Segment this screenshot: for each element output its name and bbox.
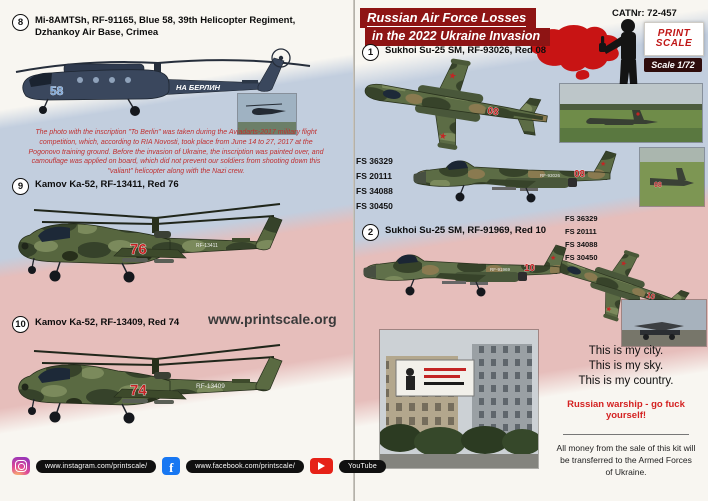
item-8-header: 8 Mi-8AMTSh, RF-91165, Blue 58, 39th Hel… bbox=[12, 14, 295, 40]
sheet-title: Russian Air Force Losses in the 2022 Ukr… bbox=[360, 8, 551, 46]
ka52-76-profile-illustration: 76 RF-13411 bbox=[18, 203, 283, 283]
mi8-board-number: 58 bbox=[50, 84, 64, 98]
photo-city-content bbox=[380, 330, 538, 468]
item-9-number-badge: 9 bbox=[12, 178, 29, 195]
photo-mi8-content bbox=[238, 94, 296, 134]
ka52-74-board-number: 74 bbox=[130, 382, 147, 399]
printscale-website-url[interactable]: www.printscale.org bbox=[208, 311, 337, 327]
item-8-title: Mi-8AMTSh, RF-91165, Blue 58, 39th Helic… bbox=[35, 15, 296, 39]
su25-10-topview-number: 10 bbox=[645, 290, 657, 301]
item-1-title: Sukhoi Su-25 SM, RF-93026, Red 08 bbox=[385, 45, 547, 56]
sheet-title-line2: in the 2022 Ukraine Invasion bbox=[365, 28, 551, 46]
su25-08-sideview-number: 08 bbox=[574, 169, 586, 180]
statement-divider bbox=[563, 434, 689, 435]
photo-city-billboard bbox=[380, 330, 538, 468]
social-links-bar: www.instagram.com/printscale/ f www.face… bbox=[12, 457, 386, 475]
mi8-na-berlin-inscription: НА БЕРЛИН bbox=[176, 83, 221, 92]
youtube-link[interactable]: YouTube bbox=[339, 459, 386, 473]
photo-wreck-content bbox=[622, 300, 706, 346]
photo-mi8-in-flight bbox=[238, 94, 296, 134]
statement-line-3: This is my country. bbox=[578, 375, 674, 387]
su25-08-topview-illustration: ★ ★ 08 bbox=[364, 58, 548, 150]
su25-10-sideview-illustration: ★ 10 RF-91969 bbox=[363, 244, 567, 297]
statement-line-1: This is my city. bbox=[588, 345, 664, 357]
instagram-icon[interactable] bbox=[12, 457, 30, 475]
photo-wrecked-aircraft bbox=[622, 300, 706, 346]
item-8-history-note: The photo with the inscription "To Berli… bbox=[28, 129, 324, 176]
statement-line-2: This is my sky. bbox=[588, 360, 664, 372]
item-9-header: 9 Kamov Ka-52, RF-13411, Red 76 bbox=[12, 178, 179, 195]
mi8-helicopter-profile-illustration: НА БЕРЛИН 58 bbox=[15, 48, 311, 116]
item-2-number-badge: 2 bbox=[362, 224, 379, 241]
item-10-header: 10 Kamov Ka-52, RF-13409, Red 74 bbox=[12, 316, 179, 333]
item-9-title: Kamov Ka-52, RF-13411, Red 76 bbox=[35, 179, 179, 190]
ka52-74-profile-illustration: 74 RF-13409 bbox=[18, 344, 283, 424]
page-fold-line bbox=[353, 0, 355, 501]
fs-color-codes-item2: FS 36329 FS 20111 FS 34088 FS 30450 bbox=[565, 214, 598, 262]
item-1-header: 1 Sukhoi Su-25 SM, RF-93026, Red 08 bbox=[362, 44, 546, 61]
sheet-title-line1: Russian Air Force Losses bbox=[360, 8, 537, 28]
red-star-marking: ★ bbox=[448, 70, 458, 81]
warship-slogan: Russian warship - go fuck yourself! bbox=[567, 399, 685, 421]
ka52-76-registration: RF-13411 bbox=[196, 243, 218, 249]
photo-su25-08-parked: 08 bbox=[640, 148, 704, 206]
photo-su25-08-number: 08 bbox=[654, 182, 662, 189]
photo-su25-airfield-content bbox=[560, 84, 702, 142]
facebook-icon[interactable]: f bbox=[162, 457, 181, 475]
catalog-number: CATNr: 72-457 bbox=[612, 8, 677, 19]
red-star-marking: ★ bbox=[600, 160, 606, 168]
photo-su25-parked-content: 08 bbox=[640, 148, 704, 206]
red-star-marking: ★ bbox=[604, 305, 613, 315]
su25-10-sideview-number: 10 bbox=[524, 263, 536, 274]
item-1-number-badge: 1 bbox=[362, 44, 379, 61]
red-star-marking: ★ bbox=[550, 254, 556, 262]
su25-08-sideview-illustration: ★ 08 RF-93026 bbox=[413, 150, 617, 203]
item-2-title: Sukhoi Su-25 SM, RF-91969, Red 10 bbox=[385, 225, 547, 236]
donation-note: All money from the sale of this kit will… bbox=[556, 443, 696, 477]
statement-block: This is my city. This is my sky. This is… bbox=[548, 344, 704, 479]
item-10-title: Kamov Ka-52, RF-13409, Red 74 bbox=[35, 317, 180, 328]
item-2-header: 2 Sukhoi Su-25 SM, RF-91969, Red 10 bbox=[362, 224, 546, 241]
fs-color-codes-item1: FS 36329 FS 20111 FS 34088 FS 30450 bbox=[356, 156, 393, 211]
photo-su25-on-airfield bbox=[560, 84, 702, 142]
ka52-76-board-number: 76 bbox=[130, 241, 147, 258]
youtube-icon[interactable] bbox=[310, 458, 334, 474]
printscale-logo: PRINT SCALE bbox=[644, 22, 704, 56]
item-8-number-badge: 8 bbox=[12, 14, 29, 31]
su25-08-registration: RF-93026 bbox=[540, 173, 561, 178]
instagram-link[interactable]: www.instagram.com/printscale/ bbox=[36, 459, 157, 473]
item-10-number-badge: 10 bbox=[12, 316, 29, 333]
scale-badge: Scale 1/72 bbox=[644, 58, 702, 72]
su25-08-topview-number: 08 bbox=[487, 106, 500, 119]
red-star-marking: ★ bbox=[438, 130, 448, 141]
ka52-74-registration: RF-13409 bbox=[196, 383, 225, 390]
facebook-link[interactable]: www.facebook.com/printscale/ bbox=[186, 459, 305, 473]
su25-10-registration: RF-91969 bbox=[490, 267, 511, 272]
red-star-marking: ★ bbox=[619, 259, 628, 269]
